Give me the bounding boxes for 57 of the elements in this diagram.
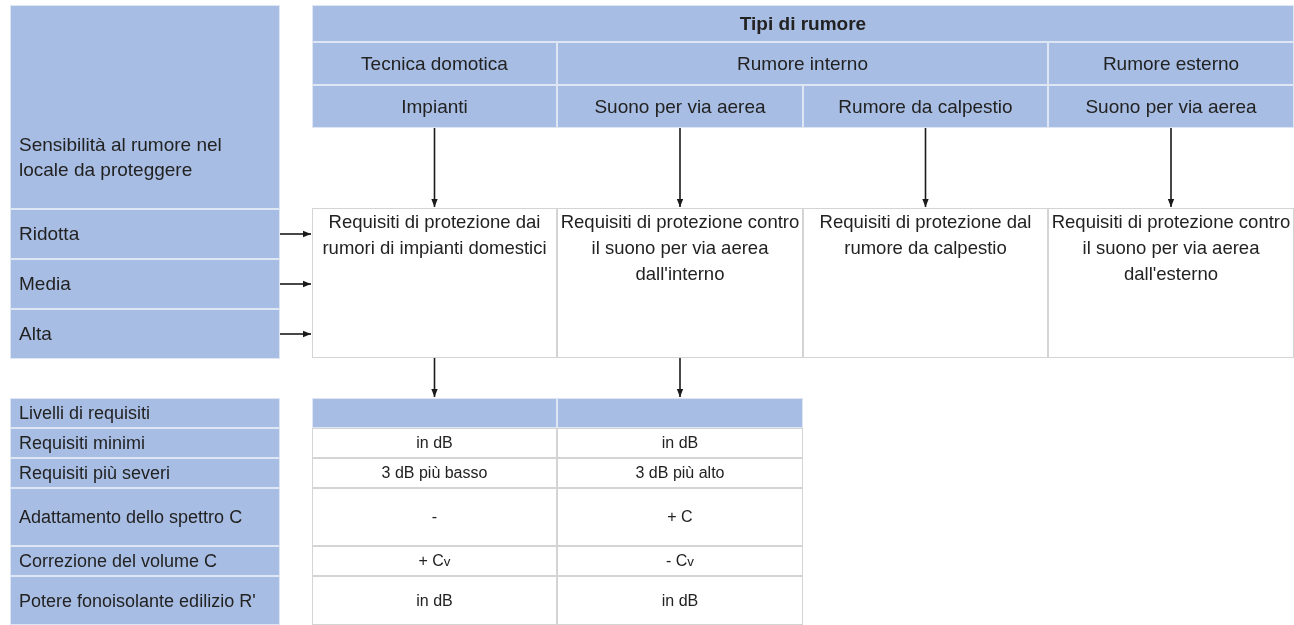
value-cell: in dB <box>312 576 557 625</box>
requirement-box <box>557 208 803 358</box>
row-header-cell: Adattamento dello spettro C <box>10 488 280 546</box>
arrow <box>922 127 929 208</box>
requirement-text: Requisiti di protezione contro il suono per via aerea dall'esterno <box>1050 210 1292 286</box>
category-label: Suono per via aerea <box>594 95 766 118</box>
arrow <box>279 230 312 238</box>
sensitivity-level-label: Media <box>19 273 71 295</box>
category-label: Rumore esterno <box>1102 52 1240 75</box>
sensitivity-level-row <box>10 309 280 359</box>
category-header <box>1048 42 1294 85</box>
category-label: Tecnica domotica <box>361 52 508 75</box>
category-label: Rumore interno <box>737 52 868 75</box>
arrow <box>431 357 438 398</box>
requirement-box <box>803 208 1048 358</box>
row-header-cell: Requisiti più severi <box>10 458 280 488</box>
row-header-cell: Livelli di requisiti <box>10 398 280 428</box>
row-header-cell: Requisiti minimi <box>10 428 280 458</box>
table-title: Tipi di rumore <box>739 12 867 35</box>
requirement-box <box>1048 208 1294 358</box>
value-cell: 3 dB più alto <box>557 458 803 488</box>
column-header-bar <box>312 398 557 428</box>
value-cell: 3 dB più basso <box>312 458 557 488</box>
row-header-label: Sensibilità al rumore nel locale da proteggere <box>19 133 223 182</box>
requirement-text: Requisiti di protezione dai rumori di impianti domestici <box>321 210 548 260</box>
row-header-cell: Potere fonoisolante edilizio R' <box>10 576 280 625</box>
value-cell: in dB <box>557 576 803 625</box>
arrow <box>676 127 684 208</box>
row-header-cell: Correzione del volume C <box>10 546 280 576</box>
requirement-text: Requisiti di protezione dal rumore da calpestio <box>818 210 1033 260</box>
value-cell: + C <box>557 488 803 546</box>
row-header-panel <box>10 5 280 209</box>
category-label: Impianti <box>401 95 468 118</box>
arrow <box>1167 127 1175 208</box>
sensitivity-level-label: Ridotta <box>19 223 80 245</box>
category-header <box>1048 85 1294 128</box>
sensitivity-level-row <box>10 209 280 259</box>
category-header <box>312 85 557 128</box>
arrow <box>431 127 438 208</box>
column-header-bar <box>557 398 803 428</box>
table-header <box>312 5 1294 42</box>
arrow <box>279 330 312 338</box>
value-cell: - <box>312 488 557 546</box>
category-header <box>557 42 1048 85</box>
value-cell: in dB <box>557 428 803 458</box>
category-label: Rumore da calpestio <box>838 95 1013 118</box>
category-header <box>557 85 803 128</box>
requirement-box <box>312 208 557 358</box>
category-label: Suono per via aerea <box>1085 95 1257 118</box>
category-header <box>312 42 557 85</box>
value-cell: in dB <box>312 428 557 458</box>
sensitivity-level-label: Alta <box>19 323 52 345</box>
sensitivity-level-row <box>10 259 280 309</box>
arrow <box>676 357 684 398</box>
category-header <box>803 85 1048 128</box>
requirement-text: Requisiti di protezione contro il suono per via aerea dall'interno <box>559 210 801 286</box>
arrow <box>279 280 312 288</box>
